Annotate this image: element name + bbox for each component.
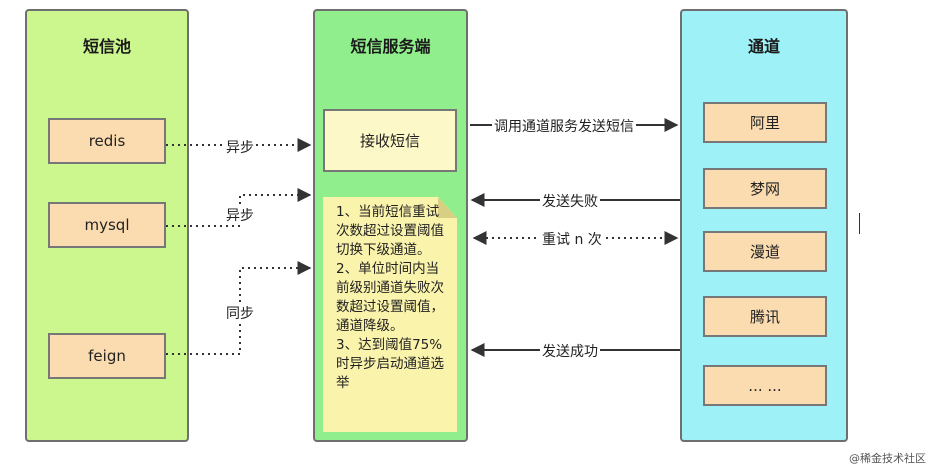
label-call-channel: 调用通道服务发送短信 [492,116,636,136]
pool-item-feign: feign [48,333,166,379]
label-send-fail: 发送失败 [540,191,600,211]
strategy-note-text: 1、当前短信重试次数超过设置阈值切换下级通道。 2、单位时间内当前级别通道失败次… [336,204,444,391]
channel-item-mengwang: 梦网 [703,168,827,209]
strategy-note [323,197,457,432]
channel-item-aliyun: 阿里 [703,102,827,143]
label-sync-feign: 同步 [224,303,256,323]
label-async-redis: 异步 [224,137,256,157]
channel-title: 通道 [747,37,780,56]
edge-mysql-to-service [166,188,312,227]
watermark: @稀金技术社区 [849,452,926,465]
pool-item-redis: redis [48,118,166,164]
label-send-success: 发送成功 [540,341,600,361]
receive-sms-box: 接收短信 [323,109,457,172]
text-cursor [859,213,860,234]
label-async-mysql: 异步 [224,205,256,225]
channel-item-more: ... ... [703,365,827,406]
sms-service-title: 短信服务端 [350,37,431,56]
channel-item-mandao: 漫道 [703,231,827,272]
sms-pool-title: 短信池 [82,37,131,56]
edge-feign-to-service [166,261,312,355]
pool-item-mysql: mysql [48,202,166,248]
channel-item-tencent: 腾讯 [703,296,827,337]
label-retry: 重试 n 次 [540,229,604,249]
